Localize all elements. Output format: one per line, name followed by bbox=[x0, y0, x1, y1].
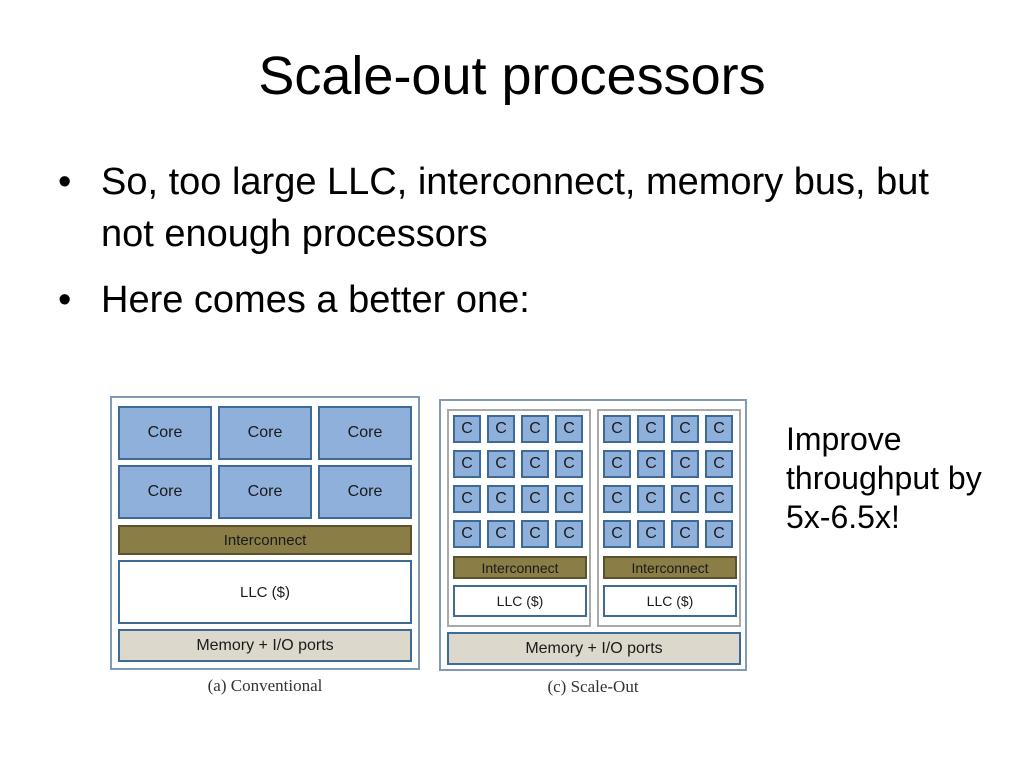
core-block: Core bbox=[318, 406, 412, 460]
core-cell: C bbox=[637, 415, 665, 443]
core-cell: C bbox=[671, 485, 699, 513]
interconnect-bar: Interconnect bbox=[118, 525, 412, 555]
core-cell: C bbox=[671, 450, 699, 478]
core-cell: C bbox=[603, 485, 631, 513]
core-cell: C bbox=[453, 520, 481, 548]
core-cell: C bbox=[521, 450, 549, 478]
core-block: Core bbox=[218, 465, 312, 519]
scale-out-diagram: C C C C C C C C C C C C C C C C Intercon… bbox=[439, 399, 747, 709]
core-cell: C bbox=[671, 520, 699, 548]
conventional-diagram: Core Core Core Core Core Core Interconne… bbox=[110, 396, 420, 706]
core-cell: C bbox=[453, 415, 481, 443]
core-block: Core bbox=[218, 406, 312, 460]
core-block: Core bbox=[318, 465, 412, 519]
interconnect-bar: Interconnect bbox=[603, 556, 737, 579]
core-cell: C bbox=[521, 485, 549, 513]
bullet-item: • Here comes a better one: bbox=[58, 274, 958, 326]
core-cell: C bbox=[671, 415, 699, 443]
interconnect-bar: Interconnect bbox=[453, 556, 587, 579]
core-cell: C bbox=[487, 485, 515, 513]
core-cell: C bbox=[705, 520, 733, 548]
scale-out-chip-frame: C C C C C C C C C C C C C C C C Intercon… bbox=[439, 399, 747, 671]
memory-io-block: Memory + I/O ports bbox=[447, 632, 741, 665]
core-cell: C bbox=[487, 450, 515, 478]
core-cell: C bbox=[637, 450, 665, 478]
core-cell: C bbox=[555, 415, 583, 443]
bullet-marker: • bbox=[58, 161, 72, 203]
conventional-chip-frame: Core Core Core Core Core Core Interconne… bbox=[110, 396, 420, 670]
core-cell: C bbox=[487, 520, 515, 548]
core-cell: C bbox=[453, 450, 481, 478]
core-cell: C bbox=[637, 485, 665, 513]
bullet-list: • So, too large LLC, interconnect, memor… bbox=[58, 156, 958, 326]
pod-frame: C C C C C C C C C C C C C C C C Intercon… bbox=[447, 409, 591, 627]
core-cell: C bbox=[705, 415, 733, 443]
core-cell: C bbox=[555, 450, 583, 478]
core-cell: C bbox=[521, 415, 549, 443]
core-cell: C bbox=[487, 415, 515, 443]
core-cell: C bbox=[603, 415, 631, 443]
core-cell: C bbox=[603, 520, 631, 548]
llc-block: LLC ($) bbox=[603, 585, 737, 617]
core-cell: C bbox=[705, 450, 733, 478]
slide-title: Scale-out processors bbox=[258, 46, 766, 106]
llc-block: LLC ($) bbox=[118, 560, 412, 624]
core-cell: C bbox=[637, 520, 665, 548]
core-cell: C bbox=[453, 485, 481, 513]
scale-out-caption: (c) Scale-Out bbox=[547, 677, 639, 696]
throughput-note: Improve throughput by 5x-6.5x! bbox=[786, 421, 982, 535]
core-block: Core bbox=[118, 465, 212, 519]
bullet-text: So, too large LLC, interconnect, memory … bbox=[101, 161, 929, 255]
core-block: Core bbox=[118, 406, 212, 460]
bullet-item: • So, too large LLC, interconnect, memor… bbox=[58, 156, 958, 260]
pod-frame: C C C C C C C C C C C C C C C C Intercon… bbox=[597, 409, 741, 627]
bullet-marker: • bbox=[58, 279, 72, 321]
llc-block: LLC ($) bbox=[453, 585, 587, 617]
memory-io-block: Memory + I/O ports bbox=[118, 629, 412, 662]
core-cell: C bbox=[555, 485, 583, 513]
core-cell: C bbox=[521, 520, 549, 548]
core-cell: C bbox=[603, 450, 631, 478]
bullet-text: Here comes a better one: bbox=[101, 279, 530, 321]
core-cell: C bbox=[555, 520, 583, 548]
conventional-caption: (a) Conventional bbox=[207, 676, 323, 695]
core-cell: C bbox=[705, 485, 733, 513]
